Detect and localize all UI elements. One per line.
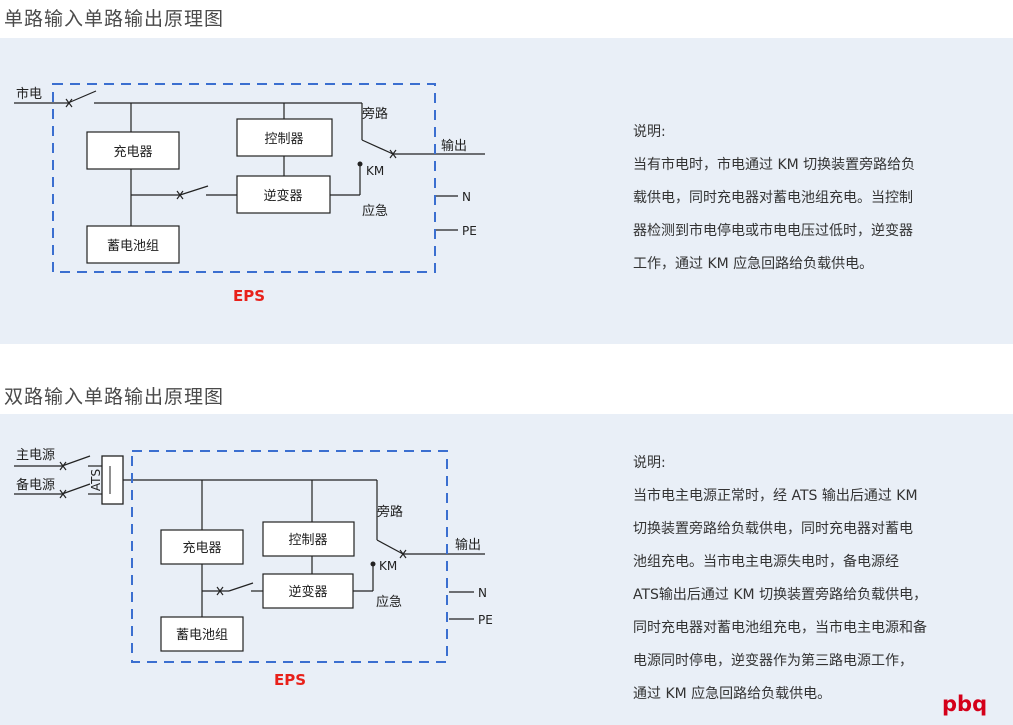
mains-label: 市电 — [16, 86, 42, 102]
section1-explanation: 说明: 当有市电时，市电通过 KM 切换装置旁路给负 载供电，同时充电器对蓄电池… — [633, 116, 915, 281]
explanation-line: 电源同时停电，逆变器作为第三路电源工作， — [633, 653, 913, 669]
battery-label: 蓄电池组 — [107, 239, 159, 254]
pe-label: PE — [462, 224, 477, 238]
inverter-box — [262, 573, 354, 609]
charger-box — [86, 131, 180, 170]
charger-label: 充电器 — [182, 540, 221, 556]
inverter-label: 逆变器 — [288, 584, 327, 600]
pe-label: PE — [478, 613, 493, 627]
charger-box — [160, 529, 244, 565]
explanation-line: 通过 KM 应急回路给负载供电。 — [633, 686, 832, 702]
explanation-line: 同时充电器对蓄电池组充电，当市电主电源和备 — [633, 620, 927, 636]
backup-power-label: 备电源 — [16, 477, 55, 493]
eps-label: EPS — [274, 671, 306, 689]
section2-explanation: 说明: 当市电主电源正常时，经 ATS 输出后通过 KM 切换装置旁路给负载供电… — [633, 447, 927, 711]
section1-heading: 单路输入单路输出原理图 — [4, 8, 225, 30]
explanation-line: 当有市电时，市电通过 KM 切换装置旁路给负 — [633, 157, 916, 173]
km-contact-dot — [370, 561, 376, 567]
bypass-label: 旁路 — [362, 106, 388, 122]
km-label: KM — [366, 164, 384, 178]
eps-boundary — [131, 450, 448, 663]
battery-box — [160, 616, 244, 652]
bypass-label: 旁路 — [377, 504, 403, 520]
inverter-label: 逆变器 — [263, 188, 302, 204]
explanation-line: 切换装置旁路给负载供电，同时充电器对蓄电 — [633, 521, 913, 537]
watermark: pbq — [942, 692, 988, 716]
emergency-label: 应急 — [362, 203, 388, 219]
section2-panel: ATS 主电源 备电源 充电器 控制器 逆变器 蓄电池组 旁路 KM 输出 应急… — [0, 414, 1013, 725]
controller-box — [262, 521, 355, 557]
output-label: 输出 — [441, 138, 467, 154]
explanation-line: 器检测到市电停电或市电电压过低时，逆变器 — [633, 223, 913, 239]
section2-diagram: ATS 主电源 备电源 充电器 控制器 逆变器 蓄电池组 旁路 KM 输出 应急… — [14, 448, 493, 689]
main-power-label: 主电源 — [16, 448, 55, 463]
battery-label: 蓄电池组 — [176, 628, 228, 643]
explanation-title: 说明: — [633, 124, 666, 140]
emergency-label: 应急 — [376, 594, 402, 610]
explanation-title: 说明: — [633, 455, 666, 471]
controller-label: 控制器 — [264, 132, 303, 147]
ats-box — [101, 455, 124, 505]
explanation-line: 当市电主电源正常时，经 ATS 输出后通过 KM — [633, 488, 918, 504]
controller-label: 控制器 — [288, 533, 327, 548]
battery-box — [86, 225, 180, 264]
explanation-line: 载供电，同时充电器对蓄电池组充电。当控制 — [633, 190, 913, 206]
n-label: N — [462, 190, 471, 204]
controller-box — [236, 118, 333, 157]
km-contact-dot — [357, 161, 363, 167]
n-label: N — [478, 586, 487, 600]
eps-boundary — [52, 83, 436, 273]
eps-label: EPS — [233, 287, 265, 305]
km-label: KM — [379, 559, 397, 573]
ats-label: ATS — [89, 469, 103, 491]
explanation-line: 工作，通过 KM 应急回路给负载供电。 — [633, 256, 874, 272]
inverter-box — [236, 175, 331, 214]
explanation-line: ATS输出后通过 KM 切换装置旁路给负载供电， — [633, 587, 928, 603]
output-label: 输出 — [455, 537, 481, 553]
section1-diagram: 市电 充电器 控制器 逆变器 蓄电池组 旁路 KM 输出 应急 N PE EPS — [14, 83, 485, 305]
explanation-line: 池组充电。当市电主电源失电时，备电源经 — [633, 554, 899, 570]
section1-panel: 市电 充电器 控制器 逆变器 蓄电池组 旁路 KM 输出 应急 N PE EPS… — [0, 38, 1013, 344]
section2-heading: 双路输入单路输出原理图 — [4, 386, 225, 408]
charger-label: 充电器 — [113, 144, 152, 160]
